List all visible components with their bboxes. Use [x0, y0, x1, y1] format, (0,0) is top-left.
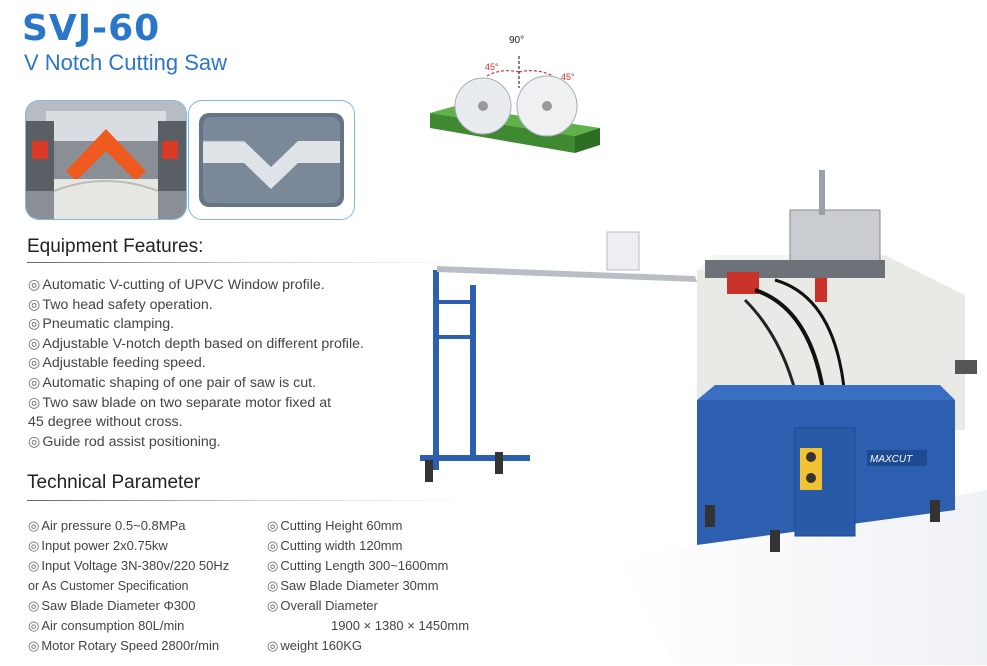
parameter-item: Overall Diameter: [267, 596, 497, 616]
product-subtitle: V Notch Cutting Saw: [24, 50, 227, 75]
feature-item: Adjustable feeding speed.: [28, 354, 408, 374]
technical-divider: [27, 500, 472, 501]
parameter-item: Input power 2x0.75kw: [28, 536, 268, 556]
parameter-item: Saw Blade Diameter Φ300: [28, 596, 268, 616]
angle-90-label: 90°: [509, 35, 524, 46]
angle-45-right-label: 45°: [561, 72, 575, 82]
parameter-item: Motor Rotary Speed 2800r/min: [28, 636, 268, 656]
v-notch-profile-image: [188, 100, 355, 220]
features-heading: Equipment Features:: [27, 236, 204, 257]
feature-item: Two saw blade on two separate motor fixe…: [28, 394, 408, 414]
feature-item: Automatic shaping of one pair of saw is …: [28, 374, 408, 394]
parameters-right-column: Cutting Height 60mm Cutting width 120mm …: [267, 516, 497, 656]
features-list: Automatic V-cutting of UPVC Window profi…: [28, 276, 408, 452]
feature-item: Two head safety operation.: [28, 296, 408, 316]
parameter-note: or As Customer Specification: [28, 579, 189, 593]
feature-item: Automatic V-cutting of UPVC Window profi…: [28, 276, 408, 296]
parameter-item: Air consumption 80L/min: [28, 616, 268, 636]
brand-label: MAXCUT: [870, 454, 913, 465]
cutting-angle-diagram: 90° 45° 45°: [430, 35, 600, 153]
parameter-item: Cutting width 120mm: [267, 536, 497, 556]
parameter-item: Input Voltage 3N-380v/220 50Hz: [28, 556, 268, 576]
parameters-left-column: Air pressure 0.5~0.8MPa Input power 2x0.…: [28, 516, 268, 656]
parameter-item: Cutting Height 60mm: [267, 516, 497, 536]
clamping-closeup-image: [25, 100, 187, 220]
parameter-item: Air pressure 0.5~0.8MPa: [28, 516, 268, 536]
parameter-item: Saw Blade Diameter 30mm: [267, 576, 497, 596]
feature-item: Adjustable V-notch depth based on differ…: [28, 335, 408, 355]
model-title: SVJ-60: [22, 8, 161, 49]
parameter-item: weight 160KG: [267, 636, 497, 656]
angle-45-left-label: 45°: [485, 62, 499, 72]
features-divider: [27, 262, 467, 263]
technical-heading: Technical Parameter: [27, 472, 201, 493]
parameter-item: Cutting Length 300~1600mm: [267, 556, 497, 576]
feature-item: Pneumatic clamping.: [28, 315, 408, 335]
feature-item-continuation: 45 degree without cross.: [28, 414, 183, 431]
parameter-value: 1900 × 1380 × 1450mm: [331, 618, 470, 633]
machine-image: MAXCUT: [420, 170, 987, 665]
feature-item: Guide rod assist positioning.: [28, 433, 408, 453]
